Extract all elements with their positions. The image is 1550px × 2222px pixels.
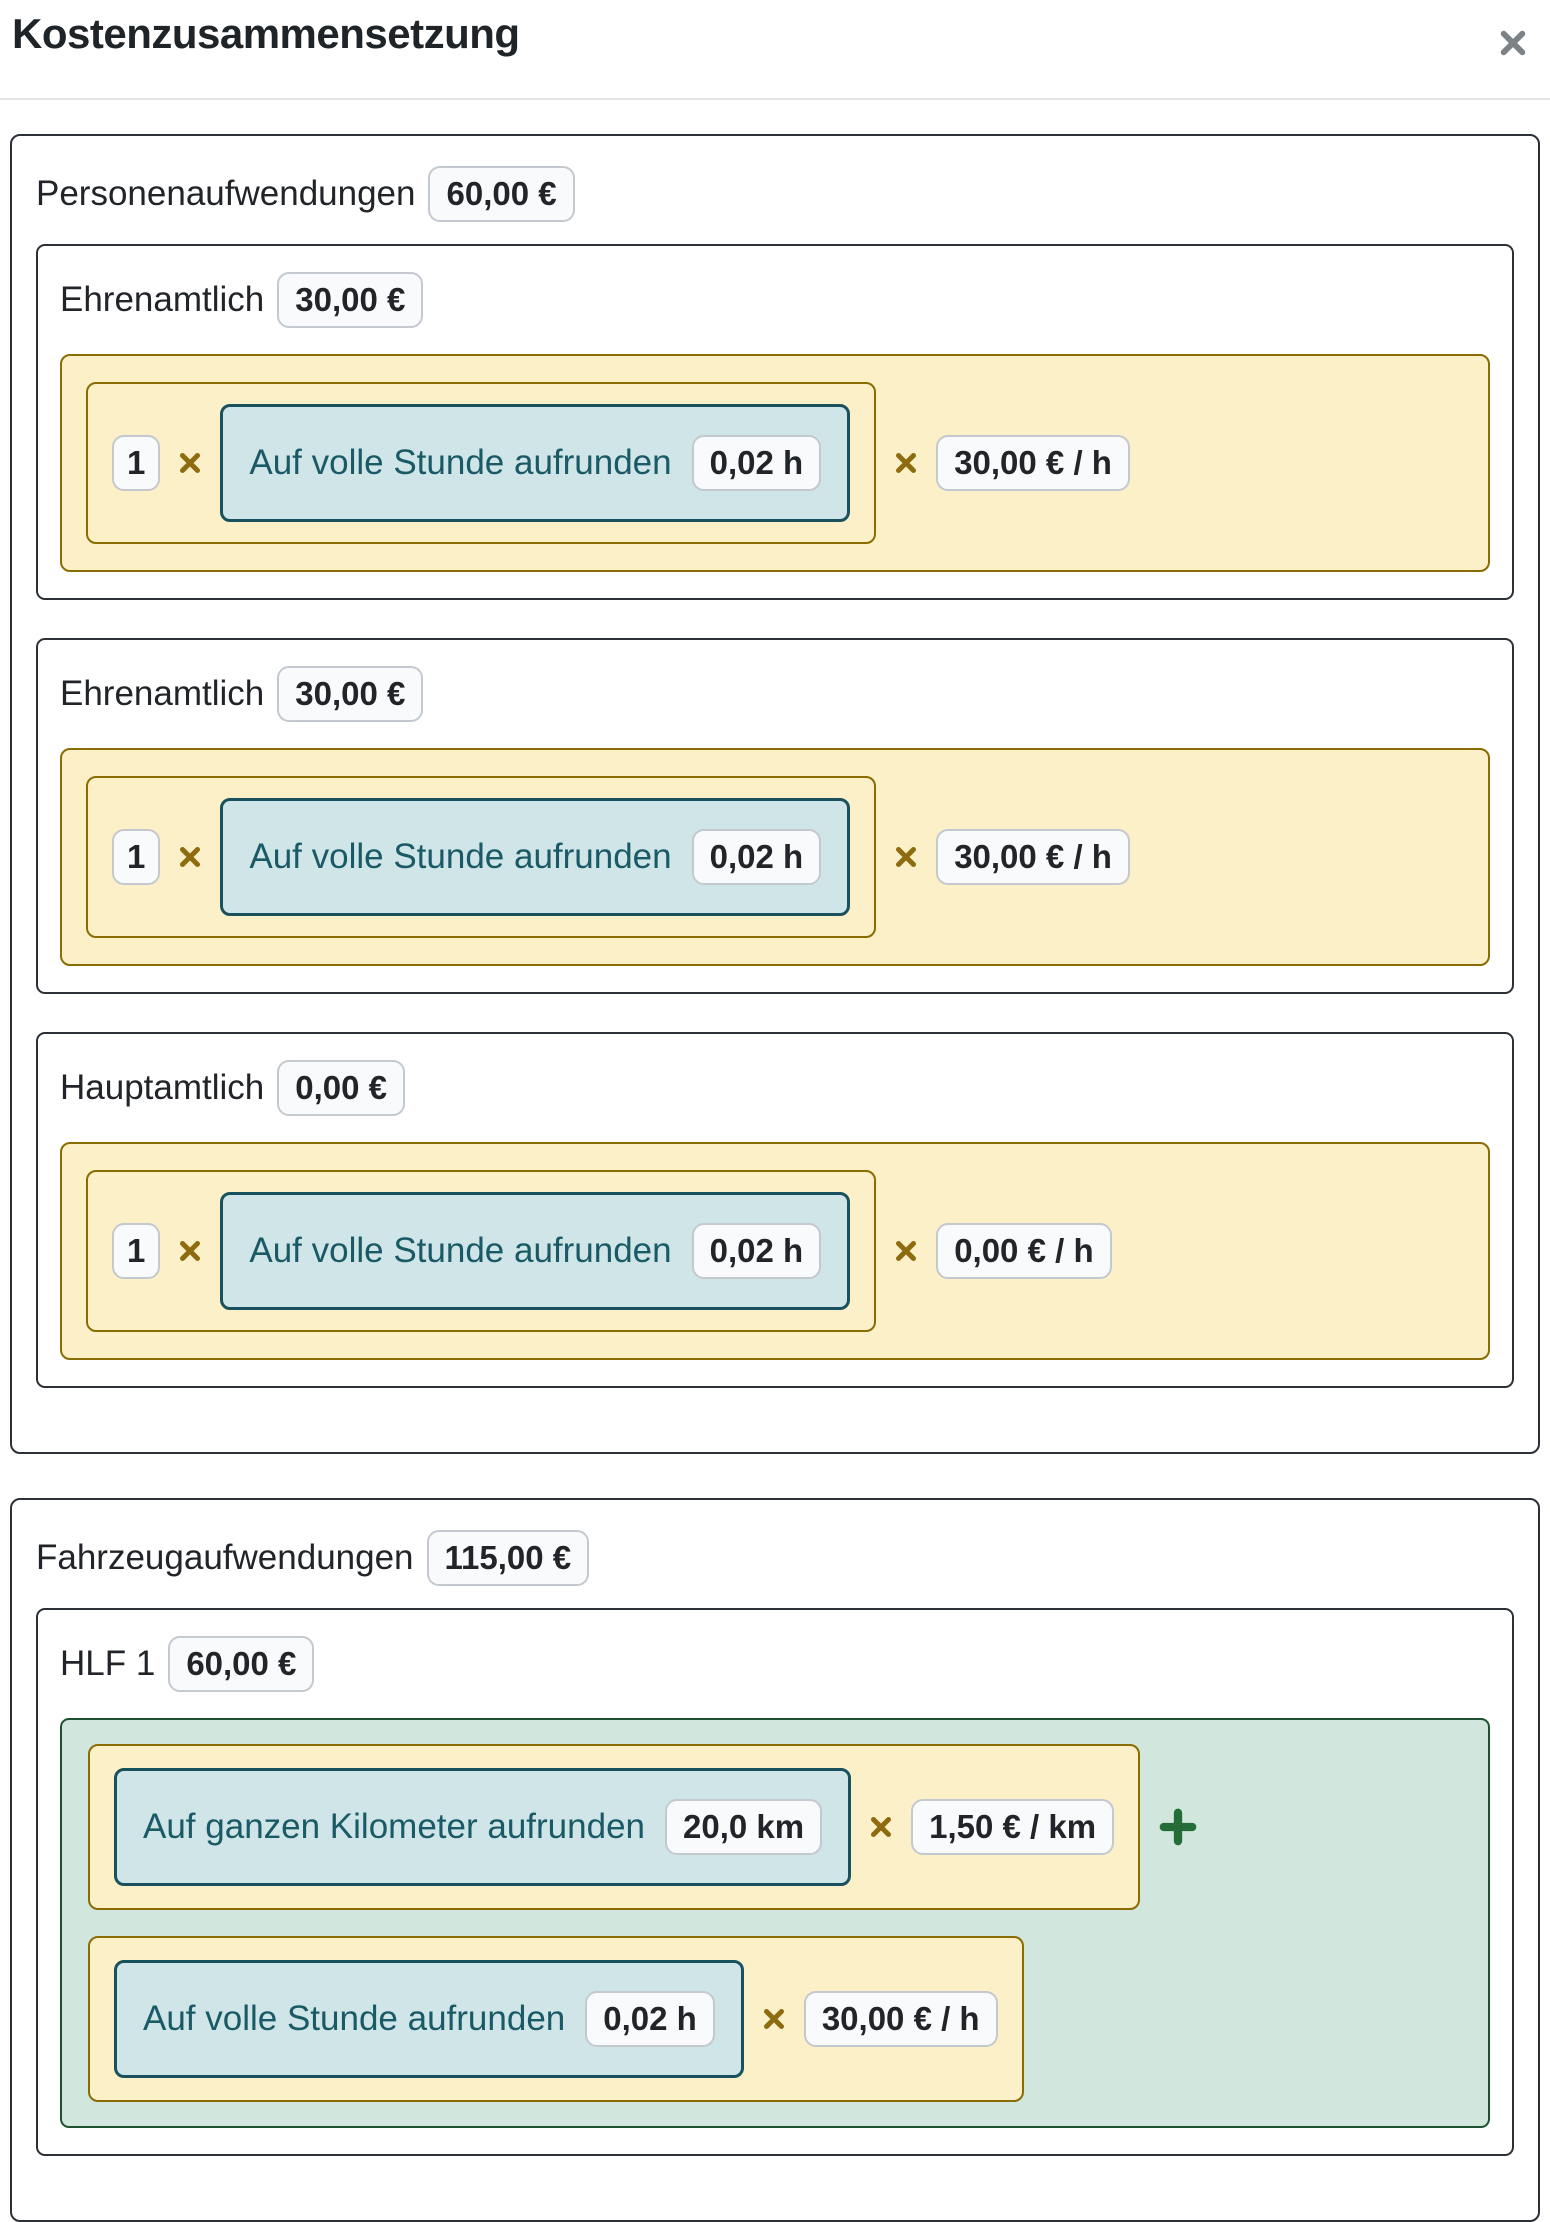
sum-term-row: Auf volle Stunde aufrunden 0,02 h 30,00 … <box>88 1936 1024 2102</box>
modal-body: Personenaufwendungen 60,00 € Ehrenamtlic… <box>0 100 1550 2222</box>
section-total-badge: 115,00 € <box>426 1530 590 1586</box>
group-label: Ehrenamtlich <box>60 280 265 319</box>
rounded-value-badge: 0,02 h <box>691 829 822 885</box>
multiply-icon <box>896 453 917 473</box>
group-label: Hauptamtlich <box>60 1068 265 1107</box>
rate-badge: 30,00 € / h <box>936 435 1130 491</box>
rounded-value-badge: 0,02 h <box>691 435 822 491</box>
rate-badge: 30,00 € / h <box>936 829 1130 885</box>
group-label: Ehrenamtlich <box>60 674 265 713</box>
group-total-badge: 30,00 € <box>277 666 424 722</box>
section-fahrzeugaufwendungen: Fahrzeugaufwendungen 115,00 € HLF 1 60,0… <box>10 1498 1540 2222</box>
rounding-box: Auf volle Stunde aufrunden 0,02 h <box>220 798 851 916</box>
multiply-icon <box>180 847 201 867</box>
group-header: Hauptamtlich 0,00 € <box>60 1060 1490 1116</box>
rounding-box: Auf volle Stunde aufrunden 0,02 h <box>114 1960 744 2078</box>
product-box: 1 Auf volle Stunde aufrunden 0,02 h 30,0… <box>60 748 1490 966</box>
modal-title: Kostenzusammensetzung <box>12 10 520 57</box>
multiply-icon <box>180 453 201 473</box>
group-hlf-1: HLF 1 60,00 € Auf ganzen Kilometer aufru… <box>36 1608 1514 2156</box>
section-label: Personenaufwendungen <box>36 174 416 213</box>
inner-product-box: 1 Auf volle Stunde aufrunden 0,02 h <box>86 776 877 938</box>
group-header: Ehrenamtlich 30,00 € <box>60 666 1490 722</box>
group-ehrenamtlich-2: Ehrenamtlich 30,00 € 1 Auf volle Stunde … <box>36 638 1514 994</box>
rounding-label: Auf volle Stunde aufrunden <box>249 1231 672 1270</box>
rounding-label: Auf volle Stunde aufrunden <box>249 443 672 482</box>
group-header: HLF 1 60,00 € <box>60 1636 1490 1692</box>
section-label: Fahrzeugaufwendungen <box>36 1538 414 1577</box>
group-total-badge: 60,00 € <box>168 1636 315 1692</box>
rate-badge: 30,00 € / h <box>803 1991 998 2047</box>
rounded-value-badge: 0,02 h <box>691 1223 822 1279</box>
modal-header: Kostenzusammensetzung <box>0 0 1550 100</box>
rounding-label: Auf volle Stunde aufrunden <box>249 837 672 876</box>
rounded-value-badge: 20,0 km <box>665 1799 823 1855</box>
inner-product-box: 1 Auf volle Stunde aufrunden 0,02 h <box>86 1170 877 1332</box>
rounding-box: Auf volle Stunde aufrunden 0,02 h <box>220 1192 851 1310</box>
count-badge: 1 <box>112 435 161 491</box>
rate-badge: 0,00 € / h <box>936 1223 1112 1279</box>
count-badge: 1 <box>112 829 161 885</box>
close-icon <box>1500 30 1526 56</box>
rounding-box: Auf ganzen Kilometer aufrunden 20,0 km <box>114 1768 852 1886</box>
group-hauptamtlich: Hauptamtlich 0,00 € 1 Auf volle Stunde a… <box>36 1032 1514 1388</box>
group-header: Ehrenamtlich 30,00 € <box>60 272 1490 328</box>
multiply-icon <box>763 2009 784 2029</box>
product-box: 1 Auf volle Stunde aufrunden 0,02 h 30,0… <box>60 354 1490 572</box>
section-header: Fahrzeugaufwendungen 115,00 € <box>36 1530 1514 1586</box>
rate-badge: 1,50 € / km <box>911 1799 1115 1855</box>
product-box: Auf ganzen Kilometer aufrunden 20,0 km 1… <box>88 1744 1141 1910</box>
multiply-icon <box>896 1241 917 1261</box>
rounding-label: Auf ganzen Kilometer aufrunden <box>143 1807 645 1846</box>
sum-term-row: Auf ganzen Kilometer aufrunden 20,0 km 1… <box>88 1744 1198 1910</box>
rounding-box: Auf volle Stunde aufrunden 0,02 h <box>220 404 851 522</box>
rounded-value-badge: 0,02 h <box>585 1991 715 2047</box>
section-total-badge: 60,00 € <box>428 166 575 222</box>
group-ehrenamtlich-1: Ehrenamtlich 30,00 € 1 Auf volle Stunde … <box>36 244 1514 600</box>
rounding-label: Auf volle Stunde aufrunden <box>143 1999 566 2038</box>
close-button[interactable] <box>1492 22 1534 64</box>
inner-product-box: 1 Auf volle Stunde aufrunden 0,02 h <box>86 382 877 544</box>
section-personenaufwendungen: Personenaufwendungen 60,00 € Ehrenamtlic… <box>10 134 1540 1454</box>
group-label: HLF 1 <box>60 1644 156 1683</box>
multiply-icon <box>180 1241 201 1261</box>
group-total-badge: 30,00 € <box>277 272 424 328</box>
section-header: Personenaufwendungen 60,00 € <box>36 166 1514 222</box>
product-box: Auf volle Stunde aufrunden 0,02 h 30,00 … <box>88 1936 1024 2102</box>
group-total-badge: 0,00 € <box>277 1060 406 1116</box>
multiply-icon <box>871 1817 892 1837</box>
multiply-icon <box>896 847 917 867</box>
product-box: 1 Auf volle Stunde aufrunden 0,02 h 0,00… <box>60 1142 1490 1360</box>
count-badge: 1 <box>112 1223 161 1279</box>
sum-box: Auf ganzen Kilometer aufrunden 20,0 km 1… <box>60 1718 1490 2128</box>
plus-icon <box>1159 1808 1197 1846</box>
